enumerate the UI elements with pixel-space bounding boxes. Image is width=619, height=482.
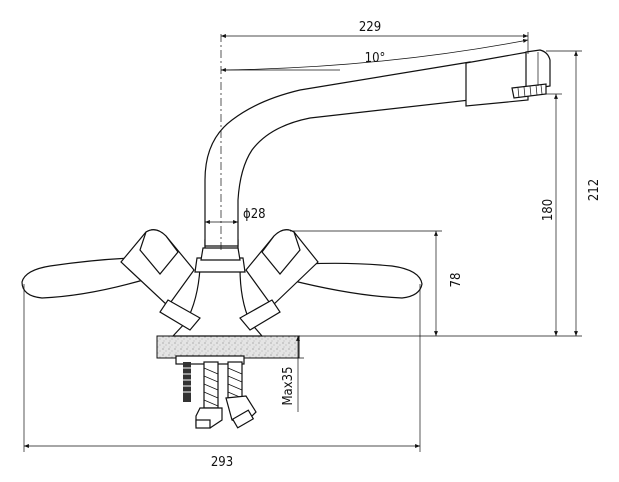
right-handle bbox=[239, 229, 423, 331]
left-handle bbox=[21, 229, 201, 331]
dim-total-width: 293 bbox=[23, 284, 421, 470]
countertop bbox=[156, 335, 440, 359]
dim-78-label: 78 bbox=[449, 273, 464, 288]
dim-180-label: 180 bbox=[541, 199, 556, 221]
dim-spout-reach: 229 bbox=[221, 20, 529, 54]
dim-229-label: 229 bbox=[359, 20, 381, 35]
dim-max-counter-thickness: Max35 bbox=[281, 336, 304, 412]
dim-total-height: 212 bbox=[440, 50, 602, 337]
dim-spout-angle: 10° bbox=[220, 38, 529, 72]
supply-hoses bbox=[175, 355, 257, 429]
dim-phi28-label: ϕ28 bbox=[243, 207, 266, 222]
dim-spout-height: 180 bbox=[541, 93, 562, 336]
dim-max35-label: Max35 bbox=[281, 366, 296, 405]
dim-handle-height: 78 bbox=[290, 230, 464, 336]
dim-293-label: 293 bbox=[211, 455, 233, 470]
dim-body-diameter: ϕ28 bbox=[204, 200, 266, 230]
dim-212-label: 212 bbox=[587, 179, 602, 201]
dim-10deg-label: 10° bbox=[365, 51, 386, 66]
